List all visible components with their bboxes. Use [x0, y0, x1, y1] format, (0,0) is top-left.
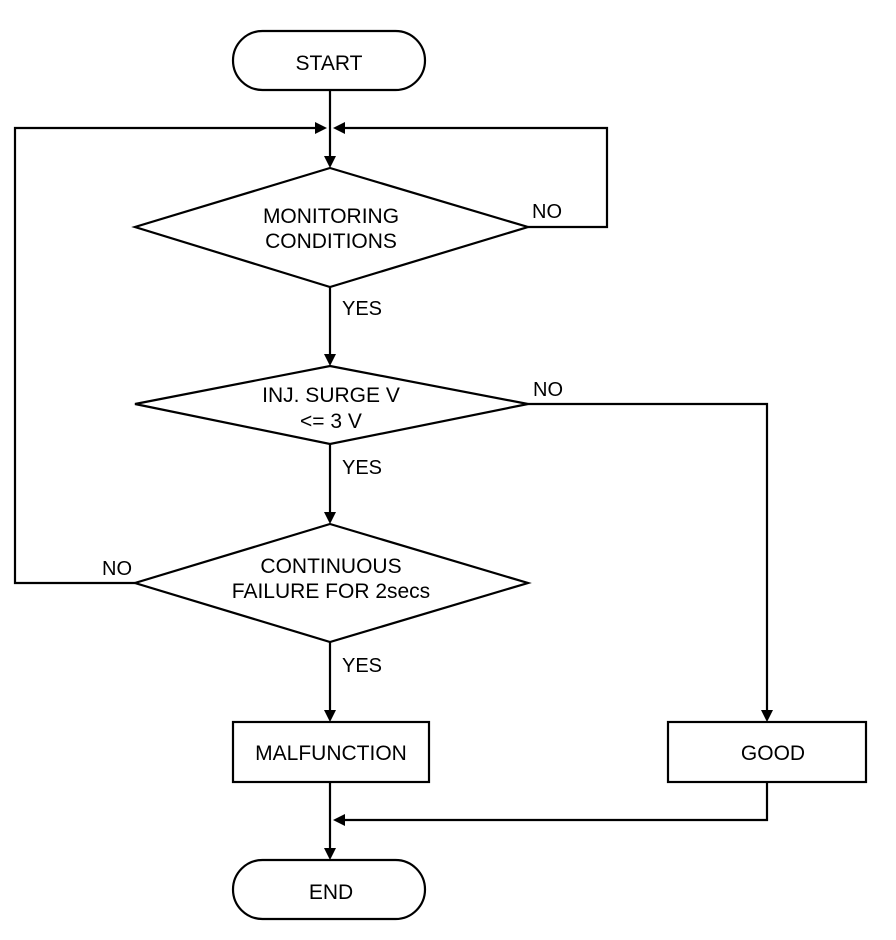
branch-labels: NO YES NO YES NO YES: [102, 201, 563, 677]
edge-continuous-no-loop: [13, 126, 315, 585]
decision-continuous-failure: CONTINUOUS FAILURE FOR 2secs: [131, 522, 532, 644]
arrowheads: [315, 122, 773, 860]
arrowhead-good-join: [333, 814, 345, 826]
continuous-no-label: NO: [102, 558, 132, 580]
surge-no-label: NO: [533, 379, 563, 401]
good-label: GOOD: [741, 742, 805, 765]
decision-monitoring-conditions: MONITORING CONDITIONS: [131, 166, 532, 289]
end-terminal: END: [231, 858, 427, 921]
monitoring-line2: CONDITIONS: [265, 230, 397, 253]
arrowhead-into-good: [761, 710, 773, 722]
decision-inj-surge-voltage: INJ. SURGE V <= 3 V: [134, 364, 529, 446]
monitoring-yes-label: YES: [342, 298, 382, 320]
end-label: END: [309, 881, 353, 904]
arrowhead-into-monitoring: [324, 156, 336, 168]
continuous-yes-label: YES: [342, 655, 382, 677]
arrowhead-into-surge: [324, 354, 336, 366]
arrowhead-loop-right: [333, 122, 345, 134]
monitoring-no-label: NO: [532, 201, 562, 223]
connectors: [13, 90, 769, 852]
start-label: START: [296, 52, 363, 75]
surge-yes-label: YES: [342, 457, 382, 479]
arrowhead-into-continuous: [324, 512, 336, 524]
arrowhead-loop-left: [315, 122, 327, 134]
arrowhead-into-malfunction: [324, 710, 336, 722]
edge-monitoring-no-loop: [345, 126, 609, 229]
edge-surge-no: [528, 402, 769, 712]
surge-line1: INJ. SURGE V: [262, 384, 400, 407]
start-terminal: START: [231, 29, 427, 92]
process-malfunction: MALFUNCTION: [231, 720, 431, 784]
monitoring-line1: MONITORING: [263, 205, 399, 228]
malfunction-label: MALFUNCTION: [255, 742, 407, 765]
edge-good-to-end: [345, 782, 769, 822]
process-good: GOOD: [666, 720, 868, 784]
arrowhead-into-end: [324, 848, 336, 860]
continuous-line1: CONTINUOUS: [260, 555, 401, 578]
continuous-line2: FAILURE FOR 2secs: [232, 580, 430, 603]
surge-line2: <= 3 V: [300, 410, 362, 433]
